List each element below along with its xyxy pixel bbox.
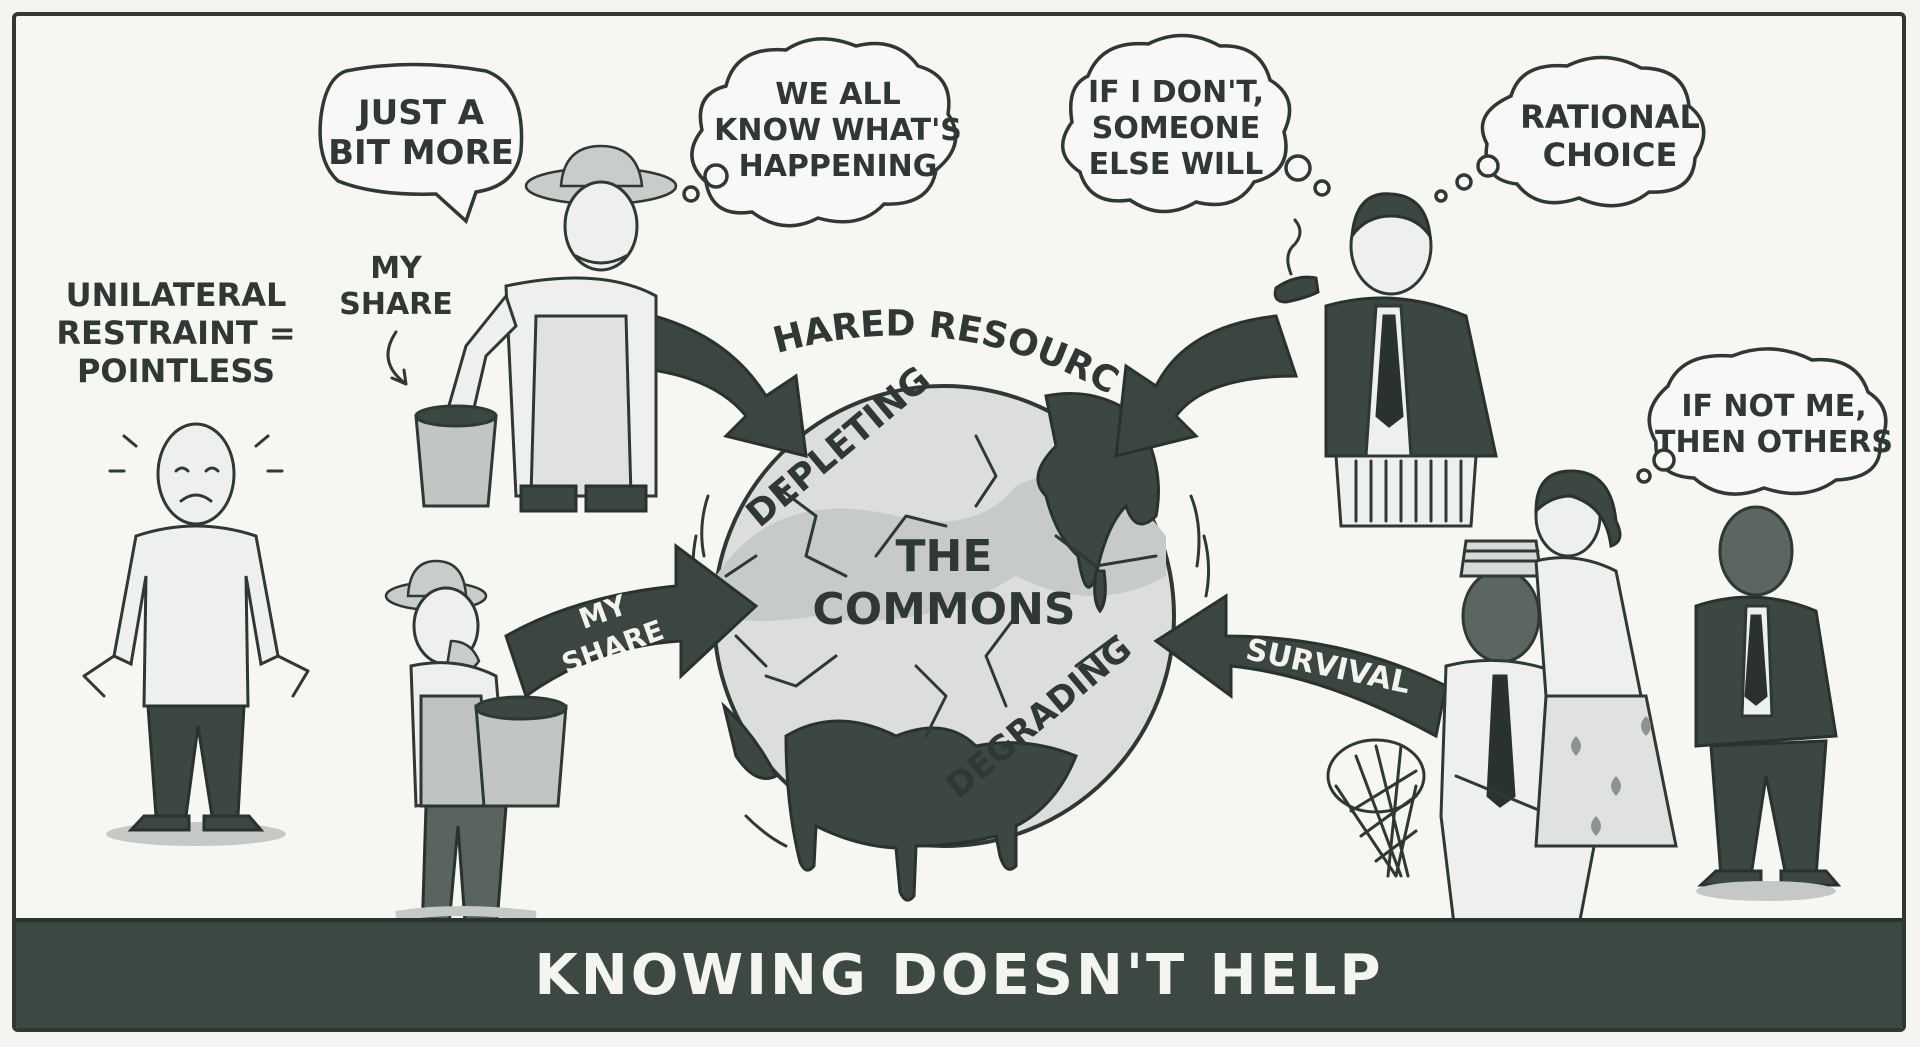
ground-shadow: [395, 906, 537, 921]
bottom-farmer-figure: [384, 559, 568, 938]
man-with-net-figure: [1326, 539, 1628, 943]
thought-if-i-dont-line3: ELSE WILL: [1089, 147, 1264, 182]
cartoon-panel: SHARED RESOURCE DEPLETING DEGRADING THE …: [12, 12, 1906, 1032]
top-farmer-note: MY SHARE: [339, 251, 453, 386]
my-share-note-line2: SHARE: [339, 287, 453, 322]
unilateral-line3: POINTLESS: [77, 352, 275, 390]
thought-if-not-me-line1: IF NOT ME,: [1681, 389, 1866, 424]
thought-rational-choice-line2: CHOICE: [1543, 136, 1678, 174]
thought-if-i-dont-line2: SOMEONE: [1092, 111, 1261, 146]
caption-banner: KNOWING DOESN'T HELP: [16, 918, 1902, 1028]
thought-if-i-dont: IF I DON'T, SOMEONE ELSE WILL: [1060, 33, 1331, 214]
thought-we-all-know-line1: WE ALL: [775, 77, 900, 112]
man-in-suit-figure: [1694, 505, 1842, 901]
commons-label-line1: THE: [896, 531, 993, 582]
woman-figure: [1534, 469, 1678, 848]
commons-label-line2: COMMONS: [812, 584, 1075, 635]
thought-if-i-dont-line1: IF I DON'T,: [1088, 75, 1264, 110]
unilateral-line2: RESTRAINT =: [56, 314, 295, 352]
bubble-just-a-bit-more: JUST A BIT MORE: [318, 62, 524, 225]
arrow-survival-label: SURVIVAL: [1243, 632, 1414, 701]
thought-we-all-know: WE ALL KNOW WHAT'S HAPPENING: [682, 37, 962, 228]
businessman-figure: [1273, 192, 1498, 528]
arrow-survival: SURVIVAL: [1153, 593, 1448, 739]
caption-title: KNOWING DOESN'T HELP: [534, 942, 1384, 1008]
cartoon-scene: SHARED RESOURCE DEPLETING DEGRADING THE …: [16, 16, 1893, 943]
bubble-just-a-bit-more-line2: BIT MORE: [328, 133, 514, 173]
worried-man-figure: [82, 422, 310, 846]
unilateral-line1: UNILATERAL: [66, 276, 287, 314]
unilateral-restraint-caption: UNILATERAL RESTRAINT = POINTLESS: [56, 276, 295, 390]
my-share-note-line1: MY: [370, 251, 423, 286]
thought-rational-choice: RATIONAL CHOICE: [1434, 55, 1706, 208]
commons-globe: [691, 384, 1211, 902]
thought-we-all-know-line3: HAPPENING: [739, 149, 938, 184]
thought-we-all-know-line2: KNOW WHAT'S: [714, 113, 962, 148]
thought-rational-choice-line1: RATIONAL: [1520, 98, 1700, 136]
thought-if-not-me-line2: THEN OTHERS: [1655, 425, 1893, 460]
bubble-just-a-bit-more-line1: JUST A: [356, 93, 485, 133]
top-farmer-figure: [414, 144, 678, 513]
arrow-top-right: [1114, 314, 1299, 458]
thought-if-not-me: IF NOT ME, THEN OTHERS: [1636, 347, 1893, 496]
